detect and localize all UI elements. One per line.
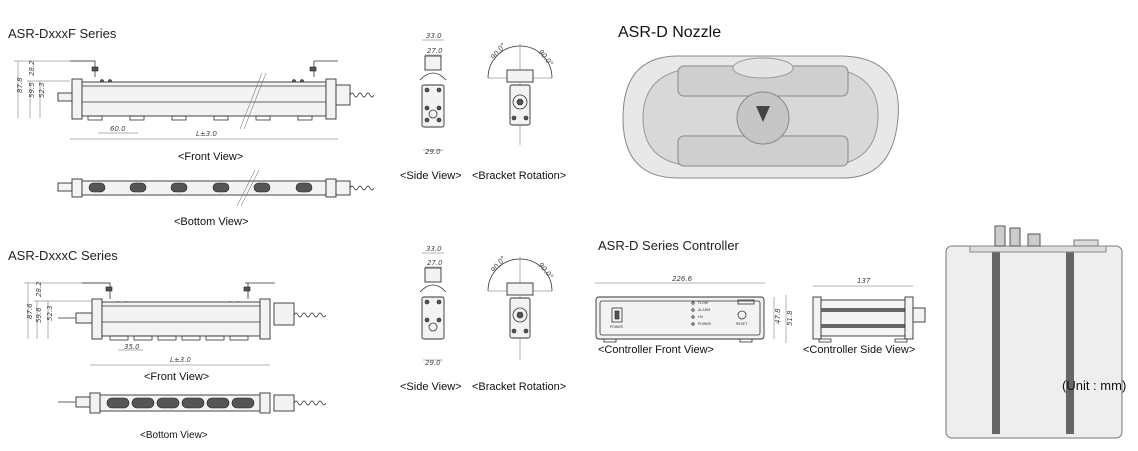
controller-side-view: 137 [812,277,926,343]
c-side-view-caption: <Side View> [400,381,462,393]
controller-front-view: 226.6 POWER FLOW ALARM HV POWER RESET 47… [595,275,794,343]
svg-text:29.0: 29.0 [425,359,441,367]
f-bottom-view-caption: <Bottom View> [174,216,249,228]
c-series-front-view: 87.6 59.6 52.3 28.2 35.0 L±3.0 [24,281,327,366]
svg-text:47.8: 47.8 [774,308,782,324]
svg-text:27.0: 27.0 [427,47,443,55]
svg-text:87.8: 87.8 [16,77,24,93]
controller-side-caption: <Controller Side View> [803,344,916,356]
f-front-view-caption: <Front View> [178,151,244,163]
svg-text:L±3.0: L±3.0 [196,130,217,138]
svg-text:137: 137 [857,277,871,285]
f-side-view: 33.0 27.0 29.0 [419,32,447,156]
controller-title: ASR-D Series Controller [598,238,739,253]
svg-text:L±3.0: L±3.0 [170,356,191,364]
svg-text:90.0°: 90.0° [536,261,554,281]
f-series-title: ASR-DxxxF Series [8,26,117,41]
f-side-view-caption: <Side View> [400,170,462,182]
c-side-view: 33.0 27.0 29.0 [419,245,447,367]
f-bracket-rotation-caption: <Bracket Rotation> [472,170,567,182]
svg-text:29.0: 29.0 [425,148,441,156]
c-front-view-caption: <Front View> [144,371,210,383]
c-bottom-view-caption: <Bottom View> [140,430,208,441]
controller-front-caption: <Controller Front View> [598,344,714,356]
svg-text:27.0: 27.0 [427,259,443,267]
f-series-bottom-view [57,169,375,207]
svg-text:52.3: 52.3 [38,82,46,98]
svg-text:33.0: 33.0 [426,245,442,253]
nozzle-illustration [622,55,899,179]
svg-text:90.0°: 90.0° [489,255,507,275]
c-bracket-rotation: 90.0° 90.0° [487,255,555,360]
svg-text:90.0°: 90.0° [536,48,554,68]
svg-text:RESET: RESET [736,322,748,326]
f-bracket-rotation: 90.0° 90.0° [487,42,555,145]
svg-text:51.8: 51.8 [786,310,794,326]
c-series-bottom-view [58,392,327,414]
svg-text:52.3: 52.3 [46,305,54,321]
svg-text:226.6: 226.6 [672,275,693,283]
svg-text:POWER: POWER [698,322,712,326]
svg-text:HV: HV [698,315,704,319]
c-bracket-rotation-caption: <Bracket Rotation> [472,381,567,393]
arrow-marker-icon [756,106,770,122]
c-series-title: ASR-DxxxC Series [8,248,118,263]
svg-text:33.0: 33.0 [426,32,442,40]
svg-text:87.6: 87.6 [26,303,34,319]
f-series-front-view: 87.8 59.5 52.3 28.2 60.0 L±3.0 [14,60,375,140]
svg-text:FLOW: FLOW [698,301,709,305]
svg-text:28.2: 28.2 [28,60,36,76]
svg-text:28.2: 28.2 [35,281,43,297]
svg-text:35.0: 35.0 [124,343,140,351]
svg-text:59.5: 59.5 [28,82,36,98]
unit-note: (Unit : mm) [1062,378,1127,393]
svg-text:60.0: 60.0 [110,125,126,133]
svg-text:59.6: 59.6 [35,307,43,323]
nozzle-title: ASR-D Nozzle [618,24,722,41]
svg-text:ALARM: ALARM [698,308,710,312]
svg-text:90.0°: 90.0° [489,42,507,62]
controller-3d-illustration [945,225,1123,439]
svg-text:POWER: POWER [610,325,624,329]
